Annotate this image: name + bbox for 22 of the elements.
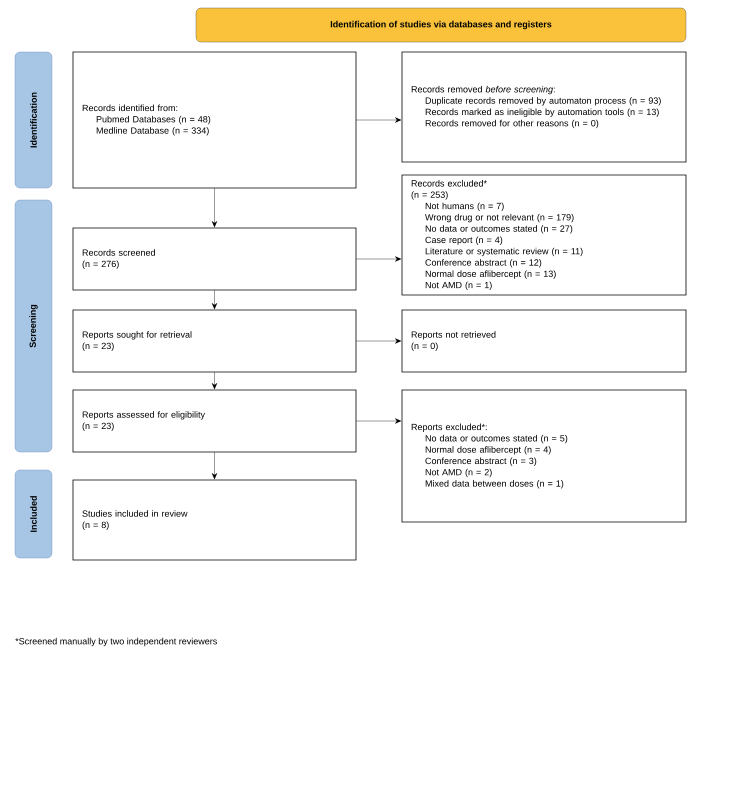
arrow	[212, 372, 218, 390]
arrow	[212, 452, 218, 480]
arrow	[356, 256, 402, 262]
title-band: Identification of studies via databases and registers	[196, 8, 686, 42]
process-box: Records screened (n = 276)	[72, 228, 356, 290]
stage-band: Identification	[14, 52, 52, 188]
stage-band: Screening	[14, 200, 52, 452]
arrow	[212, 188, 218, 228]
arrow	[356, 418, 402, 424]
process-box: Records excluded* (n = 253) Not humans (n = 7) Wrong drug or not relevant (n = 179) No data or outcomes stated (n = 27) Case report (n = 4) Literature or systematic review (n = 11) Conference abstract (n = 12) Normal dose aflibercept (n = 13) Not AMD (n = 1)	[402, 174, 686, 296]
process-box: Reports sought for retrieval (n = 23)	[72, 310, 356, 372]
arrow	[356, 117, 402, 123]
stage-band: Included	[14, 470, 52, 558]
process-box: Reports excluded*: No data or outcomes stated (n = 5) Normal dose aflibercept (n = 4) Conference abstract (n = 3) Not AMD (n = 2) Mixed data between doses (n = 1)	[402, 390, 686, 522]
arrow	[212, 290, 218, 310]
process-box: Records removed before screening: Duplicate records removed by automaton process (n = 93) Records marked as ineligible by automation tools (n = 13) Records removed for other reasons (n = 0)	[402, 52, 686, 162]
process-box: Records identified from: Pubmed Databases (n = 48) Medline Database (n = 334)	[72, 52, 356, 188]
arrow	[356, 338, 402, 344]
process-box: Reports assessed for eligibility (n = 23)	[72, 390, 356, 452]
footnote: *Screened manually by two independent reviewers	[15, 638, 217, 646]
process-box: Reports not retrieved (n = 0)	[402, 310, 686, 372]
process-box: Studies included in review (n = 8)	[72, 480, 356, 560]
